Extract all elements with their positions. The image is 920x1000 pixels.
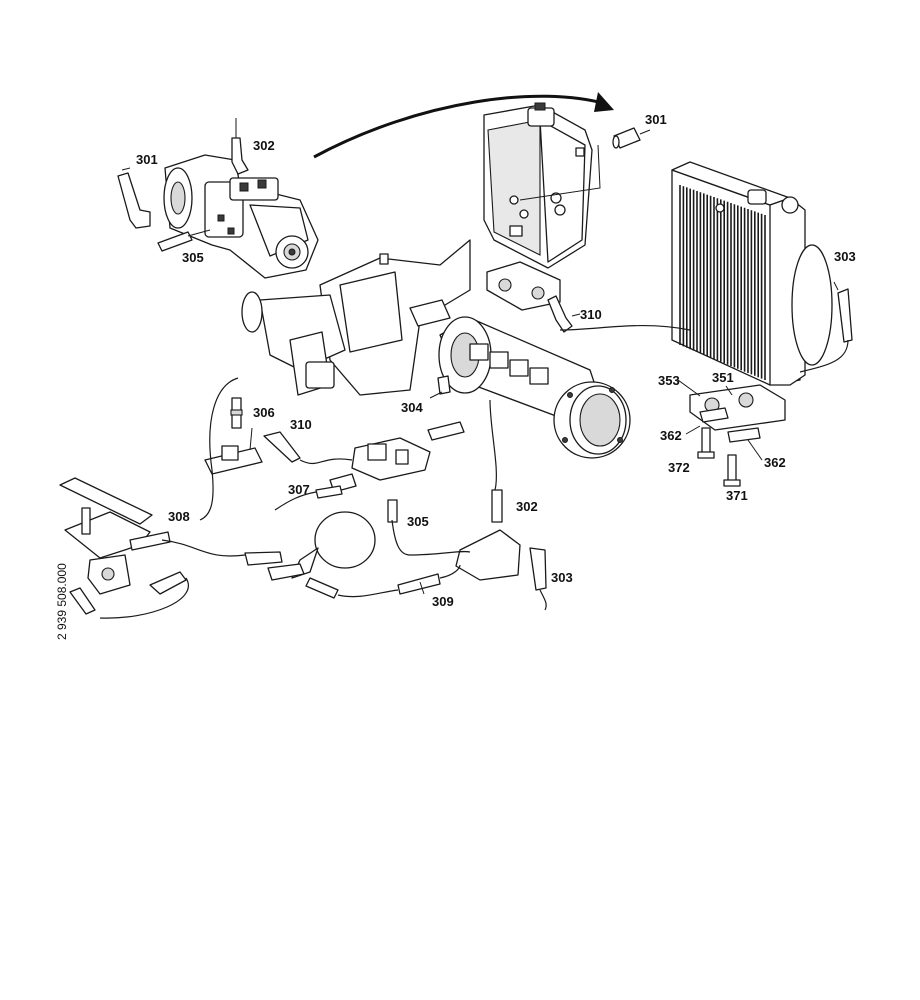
transfer-arrow	[313, 92, 614, 159]
callout-303-lower: 303	[551, 570, 573, 585]
fitting-304-axle	[429, 375, 451, 399]
callout-labels: 301 302 305 301 303 310 304 353 351 362 …	[136, 112, 856, 609]
rear-axle	[438, 316, 631, 459]
callout-304-axle: 304	[401, 400, 423, 415]
callout-302-pump: 302	[253, 138, 275, 153]
brake-pedal-assembly	[59, 477, 153, 595]
pipe-clamp-assembly	[689, 384, 786, 443]
brake-valve-right	[455, 489, 547, 591]
bolt-372	[697, 427, 715, 459]
pedal-fittings	[69, 571, 187, 615]
elbow-fitting-308	[129, 531, 171, 551]
straight-fitting-306	[230, 397, 243, 429]
callout-302-lower: 302	[516, 499, 538, 514]
callout-301-tank: 301	[645, 112, 667, 127]
callout-301-pump: 301	[136, 152, 158, 167]
callout-310-bracket: 310	[580, 307, 602, 322]
oil-cooler	[671, 161, 833, 386]
hose-lines	[99, 324, 691, 619]
bolt-371	[723, 454, 741, 487]
elbow-fitting-302-pump	[231, 118, 249, 175]
callout-362-left: 362	[660, 428, 682, 443]
callout-308: 308	[168, 509, 190, 524]
callout-303-cooler: 303	[834, 249, 856, 264]
callout-372: 372	[668, 460, 690, 475]
callout-351: 351	[712, 370, 734, 385]
hydraulic-pump	[163, 154, 319, 279]
accumulator	[244, 511, 376, 599]
callout-306: 306	[253, 405, 275, 420]
document-number: 2 939 508.000	[55, 563, 69, 640]
tank-bracket	[486, 261, 561, 311]
callout-307: 307	[288, 482, 310, 497]
callout-305-lower: 305	[407, 514, 429, 529]
fitting-309	[397, 573, 441, 595]
elbow-fitting-303-cooler	[799, 281, 853, 373]
elbow-fitting-310-bracket	[547, 295, 581, 333]
callout-353: 353	[658, 373, 680, 388]
callout-310-lower: 310	[290, 417, 312, 432]
label-leaders	[249, 379, 763, 595]
cooler-fins	[679, 185, 766, 380]
callout-362-right: 362	[764, 455, 786, 470]
transmission-gearbox	[241, 239, 471, 396]
control-valve	[329, 421, 465, 493]
valve-block-left	[204, 431, 301, 475]
elbow-fitting-301-pump	[117, 167, 151, 229]
straight-fitting-305-pump	[157, 229, 211, 252]
callout-305-pump: 305	[182, 250, 204, 265]
fitting-305-lower	[387, 499, 398, 523]
oil-tank	[483, 102, 593, 269]
callout-309: 309	[432, 594, 454, 609]
sleeve-301-tank	[519, 127, 651, 201]
fitting-307	[315, 485, 343, 499]
callout-371: 371	[726, 488, 748, 503]
